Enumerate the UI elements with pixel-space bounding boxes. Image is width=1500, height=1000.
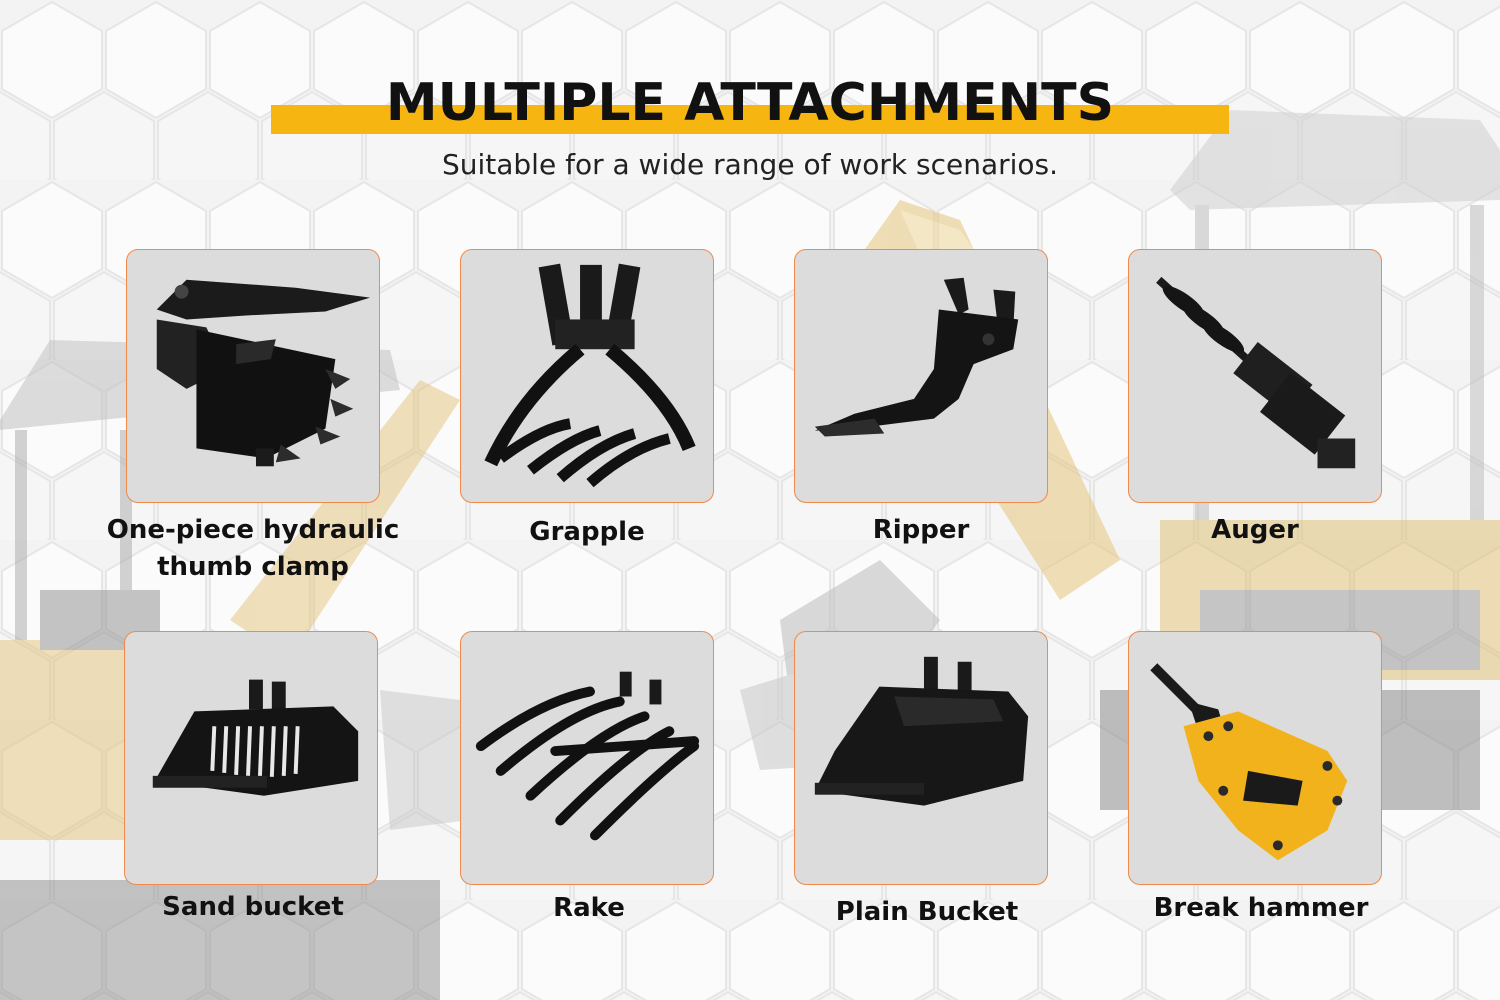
attachment-card-break-hammer[interactable]: [1128, 631, 1382, 885]
attachment-card-rake[interactable]: [460, 631, 714, 885]
attachment-card-grapple[interactable]: [460, 249, 714, 503]
attachment-card-ripper[interactable]: [794, 249, 1048, 503]
title-highlight-bar: [271, 105, 1229, 134]
attachment-card-auger[interactable]: [1128, 249, 1382, 503]
attachment-label-break-hammer: Break hammer: [1153, 893, 1369, 923]
attachment-label-auger: Auger: [1211, 515, 1299, 545]
thumb-clamp-icon: [156, 279, 371, 467]
sand-bucket-icon: [152, 679, 359, 796]
attachment-card-thumb-clamp[interactable]: [126, 249, 380, 503]
attachment-card-sand-bucket[interactable]: [124, 631, 378, 885]
attachment-label-line2: thumb clamp: [157, 552, 349, 582]
rake-icon: [475, 671, 700, 841]
attachment-label-thumb-clamp: One-piece hydraulic thumb clamp: [96, 512, 410, 586]
plain-bucket-icon: [814, 656, 1029, 806]
page-subtitle: Suitable for a wide range of work scenar…: [441, 148, 1059, 181]
attachment-label-plain-bucket: Plain Bucket: [835, 897, 1019, 927]
attachment-label-grapple: Grapple: [529, 517, 645, 547]
attachment-label-sand-bucket: Sand bucket: [162, 892, 344, 922]
auger-icon: [1156, 276, 1356, 469]
ripper-icon: [814, 277, 1019, 437]
attachment-label-rake: Rake: [553, 893, 625, 923]
attachment-label-ripper: Ripper: [872, 515, 970, 545]
break-hammer-icon: [1150, 663, 1348, 861]
page-title: MULTIPLE ATTACHMENTS: [385, 73, 1115, 133]
grapple-icon: [484, 263, 696, 488]
attachment-label-line1: One-piece hydraulic: [106, 515, 400, 545]
attachment-card-plain-bucket[interactable]: [794, 631, 1048, 885]
